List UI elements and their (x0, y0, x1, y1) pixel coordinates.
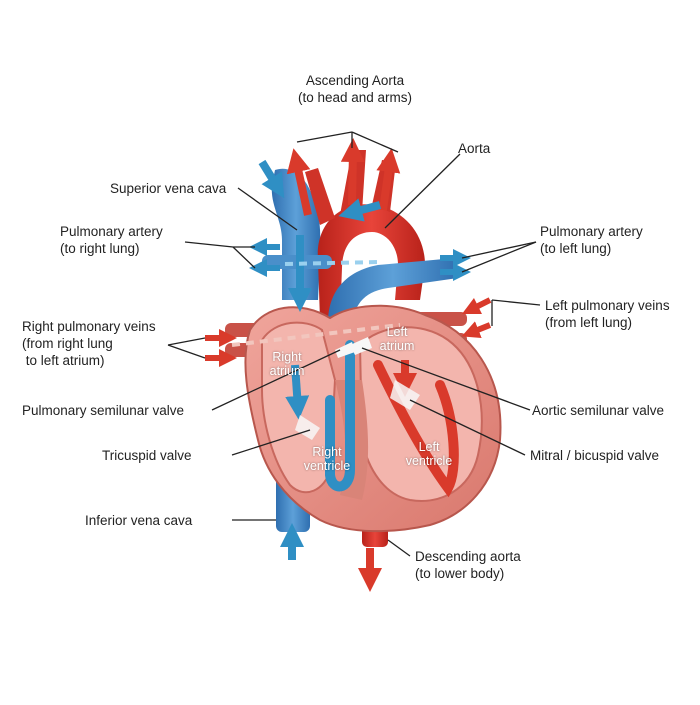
label-left-pulmonary-veins: Left pulmonary veins(from left lung) (545, 298, 670, 330)
aorta-inflow-arrow (338, 198, 382, 222)
right-ventricle-flow (325, 340, 355, 492)
aorta-arrow-1 (286, 148, 312, 216)
aorta-branch-3 (305, 168, 335, 225)
label-pulmonary-artery-left: Pulmonary artery(to left lung) (540, 224, 643, 256)
label-inferior-vena-cava: Inferior vena cava (85, 513, 193, 528)
label-descending-aorta: Descending aorta(to lower body) (415, 549, 521, 581)
pv-dashed (231, 323, 401, 347)
right-atrium-flow (285, 364, 310, 420)
pulmonary-valve-shape (335, 342, 355, 358)
label-tricuspid-valve: Tricuspid valve (102, 448, 192, 463)
label-aortic-semilunar-valve: Aortic semilunar valve (532, 403, 665, 418)
label-mitral-valve: Mitral / bicuspid valve (530, 448, 660, 463)
pa-dashed (284, 260, 379, 266)
lpv-arrow-2 (461, 321, 492, 339)
aorta-arrow-3 (376, 148, 401, 211)
label-pulmonary-artery-right: Pulmonary artery(to right lung) (60, 224, 163, 256)
mitral-valve-shape (390, 380, 420, 410)
label-ascending-aorta: Ascending Aorta(to head and arms) (297, 73, 413, 105)
label-aorta: Aorta (458, 141, 491, 156)
lpv-arrow-1 (461, 297, 492, 315)
label-superior-vena-cava: Superior vena cava (110, 181, 227, 196)
aorta-arrow-2 (340, 138, 365, 206)
aortic-valve-shape (350, 337, 372, 355)
label-right-pulmonary-veins: Right pulmonary veins(from right lung to… (22, 319, 156, 368)
label-pulmonary-semilunar-valve: Pulmonary semilunar valve (22, 403, 185, 418)
tricuspid-valve-shape (295, 415, 320, 440)
svc-inflow-arrow (258, 159, 285, 199)
aortic-arch (317, 204, 425, 320)
pulmonary-trunk (328, 258, 458, 340)
